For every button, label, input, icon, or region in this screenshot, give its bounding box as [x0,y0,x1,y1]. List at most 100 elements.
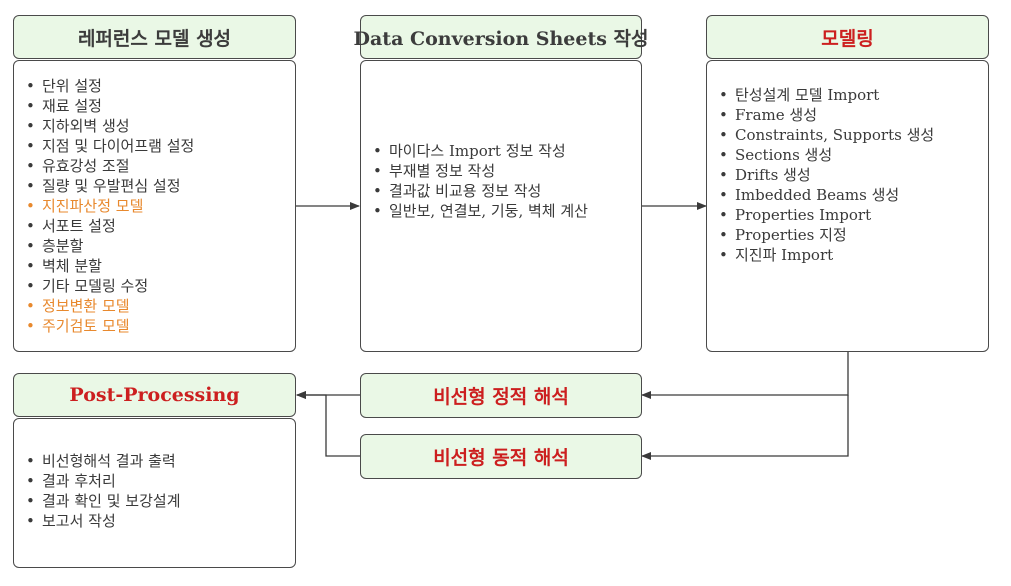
list-item-text: 주기검토 모델 [42,317,130,335]
list-item-text: 층분할 [42,237,84,255]
list-item-text: 탄성설계 모델 Import [735,86,880,104]
list-item: •Frame 생성 [719,105,934,125]
bullet-marker: • [719,246,728,264]
list-item: •지진파산정 모델 [26,196,194,216]
bullet-marker: • [719,146,728,164]
bullet-marker: • [26,137,35,155]
list-item-text: 재료 설정 [42,97,102,115]
list-item-text: 비선형해석 결과 출력 [42,452,176,470]
bullet-marker: • [26,177,35,195]
list-item-text: 정보변환 모델 [42,297,130,315]
reference-model-list: •단위 설정•재료 설정•지하외벽 생성•지점 및 다이어프램 설정•유효강성 … [26,76,194,336]
list-item-text: 지하외벽 생성 [42,117,130,135]
list-item-text: Drifts 생성 [735,166,811,184]
list-item: • 재료 설정 [26,96,194,116]
list-item: •Properties Import [719,205,934,225]
list-item: • 결과 후처리 [26,471,181,491]
bullet-marker: • [26,452,35,470]
list-item: • 단위 설정 [26,76,194,96]
data-conversion-box: •마이다스 Import 정보 작성•부재별 정보 작성•결과값 비교용 정보 … [360,60,642,352]
list-item-text: Imbedded Beams 생성 [735,186,900,204]
post-processing-list: • 비선형해석 결과 출력 • 결과 후처리 • 결과 확인 및 보강설계 • 보고서 작성 [26,451,181,531]
bullet-marker: • [719,186,728,204]
list-item: •결과값 비교용 정보 작성 [373,181,588,201]
nonlinear-static-analysis-title: 비선형 정적 해석 [433,386,569,408]
list-item-text: 지진파 Import [735,246,834,264]
list-item: • 비선형해석 결과 출력 [26,451,181,471]
list-item: •지점 및 다이어프램 설정 [26,136,194,156]
list-item: • 서포트 설정 [26,216,194,236]
list-item: • 지하외벽 생성 [26,116,194,136]
list-item-text: 보고서 작성 [42,512,116,530]
list-item-text: 결과 확인 및 보강설계 [42,492,181,510]
post-processing-box: • 비선형해석 결과 출력 • 결과 후처리 • 결과 확인 및 보강설계 • 보고서 작성 [13,418,296,568]
bullet-marker: • [26,257,35,275]
list-item-text: Properties 지정 [735,226,847,244]
data-conversion-list: •마이다스 Import 정보 작성•부재별 정보 작성•결과값 비교용 정보 … [373,141,588,221]
list-item-text: 질량 및 우발편심 설정 [42,177,181,195]
list-item-text: 마이다스 Import 정보 작성 [389,142,566,160]
list-item-text: 벽체 분할 [42,257,102,275]
arrow-modeling-to-static [641,352,849,399]
list-item-text: 서포트 설정 [42,217,116,235]
reference-model-header: 레퍼런스 모델 생성 [13,15,296,59]
bullet-marker: • [719,206,728,224]
nonlinear-dynamic-analysis-title: 비선형 동적 해석 [433,447,569,469]
reference-model-box: •단위 설정•재료 설정•지하외벽 생성•지점 및 다이어프램 설정•유효강성 … [13,60,296,352]
list-item-text: 부재별 정보 작성 [389,162,496,180]
bullet-marker: • [26,317,35,335]
bullet-marker: • [719,126,728,144]
list-item: • 정보변환 모델 [26,296,194,316]
list-item: • 주기검토 모델 [26,316,194,336]
list-item: • Constraints, Supports 생성 [719,125,934,145]
reference-model-title: 레퍼런스 모델 생성 [77,27,232,50]
list-item: • 결과 확인 및 보강설계 [26,491,181,511]
list-item: •Properties 지정 [719,225,934,245]
bullet-marker: • [373,162,382,180]
list-item: • 지진파 Import [719,245,934,265]
list-item: •기타 모델링 수정 [26,276,194,296]
data-conversion-title: Data Conversion Sheets 작성 [353,27,649,50]
list-item: • 일반보, 연결보, 기둥, 벽체 계산 [373,201,588,221]
bullet-marker: • [26,277,35,295]
list-item-text: 유효강성 조절 [42,157,130,175]
nonlinear-static-analysis-box: 비선형 정적 해석 [360,373,642,418]
bullet-marker: • [26,472,35,490]
bullet-marker: • [26,117,35,135]
bullet-marker: • [26,77,35,95]
list-item-text: Constraints, Supports 생성 [735,126,935,144]
list-item-text: 결과 후처리 [42,472,116,490]
bullet-marker: • [373,202,382,220]
list-item: • 부재별 정보 작성 [373,161,588,181]
bullet-marker: • [26,512,35,530]
bullet-marker: • [26,157,35,175]
list-item: • 층분할 [26,236,194,256]
bullet-marker: • [26,97,35,115]
data-conversion-header: Data Conversion Sheets 작성 [354,15,649,59]
post-processing-title: Post-Processing [69,384,240,406]
post-processing-header: Post-Processing [13,373,296,417]
list-item: • 보고서 작성 [26,511,181,531]
modeling-list: •탄성설계 모델 Import•Frame 생성•Constraints, Su… [719,85,934,265]
list-item-text: 결과값 비교용 정보 작성 [389,182,542,200]
arrow-modeling-to-dynamic [641,395,849,460]
modeling-box: •탄성설계 모델 Import•Frame 생성•Constraints, Su… [706,60,989,352]
list-item: • 마이다스 Import 정보 작성 [373,141,588,161]
bullet-marker: • [26,237,35,255]
list-item-text: 단위 설정 [42,77,102,95]
bullet-marker: • [26,492,35,510]
list-item: • 유효강성 조절 [26,156,194,176]
list-item: • Imbedded Beams 생성 [719,185,934,205]
modeling-title: 모델링 [821,27,874,50]
list-item: • Drifts 생성 [719,165,934,185]
list-item-text: 지진파산정 모델 [42,197,144,215]
modeling-header: 모델링 [706,15,989,59]
bullet-marker: • [26,297,35,315]
list-item-text: 일반보, 연결보, 기둥, 벽체 계산 [389,202,588,220]
bullet-marker: • [719,86,728,104]
nonlinear-dynamic-analysis-box: 비선형 동적 해석 [360,434,642,479]
bullet-marker: • [373,142,382,160]
bullet-marker: • [719,166,728,184]
bullet-marker: • [26,217,35,235]
